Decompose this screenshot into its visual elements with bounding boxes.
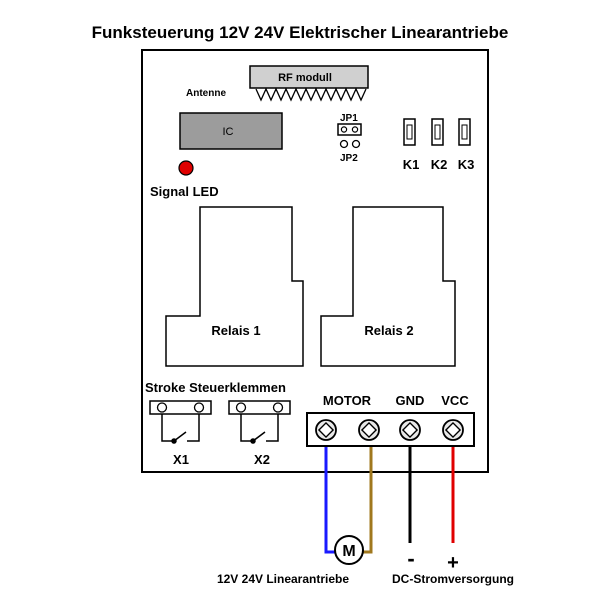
antenna-coil [255, 87, 367, 102]
jp1-label: JP1 [340, 113, 358, 124]
signal-led [178, 160, 194, 176]
ic-label: IC [223, 126, 234, 138]
x1-terminal[interactable] [149, 400, 212, 415]
vcc-label: VCC [441, 393, 469, 408]
rf-module [249, 65, 369, 89]
motor-label: MOTOR [323, 393, 372, 408]
power-caption: DC-Stromversorgung [392, 572, 514, 586]
plus-sign: + [447, 552, 459, 574]
relay-1 [165, 206, 304, 367]
relay-2 [320, 206, 456, 367]
actuator-caption: 12V 24V Linearantriebe [217, 572, 349, 586]
button-k1[interactable] [403, 118, 416, 146]
x2-switch-symbol [240, 414, 279, 444]
signal-led-label: Signal LED [150, 184, 219, 199]
x2-label: X2 [254, 452, 270, 467]
minus-sign: - [407, 546, 414, 571]
button-k1-label: K1 [403, 157, 420, 172]
button-k3[interactable] [458, 118, 471, 146]
relay-2-label: Relais 2 [364, 323, 413, 338]
stroke-terminals-label: Stroke Steuerklemmen [145, 380, 286, 395]
jp2-pin-left [339, 139, 349, 149]
x1-switch-symbol [161, 414, 200, 444]
terminal-motor-2[interactable] [358, 419, 380, 441]
diagram-title: Funksteuerung 12V 24V Elektrischer Linea… [92, 23, 509, 42]
terminal-motor-1[interactable] [315, 419, 337, 441]
ic-chip [179, 112, 283, 150]
terminal-vcc[interactable] [442, 419, 464, 441]
gnd-label: GND [396, 393, 425, 408]
jp1-pin-left [340, 126, 348, 133]
jp2-pin-right [351, 139, 361, 149]
button-k2[interactable] [431, 118, 444, 146]
wire-motor-brown [363, 430, 373, 554]
button-k2-label: K2 [431, 157, 448, 172]
rf-module-label: RF modull [278, 72, 332, 84]
antenna-label: Antenne [186, 88, 226, 99]
jp1-pin-right [351, 126, 359, 133]
motor-symbol: M [342, 543, 355, 560]
terminal-gnd[interactable] [399, 419, 421, 441]
x1-label: X1 [173, 452, 189, 467]
motor-icon [334, 535, 364, 565]
jp1-jumper-cap[interactable] [337, 123, 362, 136]
relay-1-label: Relais 1 [211, 323, 260, 338]
x2-terminal[interactable] [228, 400, 291, 415]
jp2-label: JP2 [340, 153, 358, 164]
button-k3-label: K3 [458, 157, 475, 172]
wire-motor-blue [324, 430, 336, 554]
